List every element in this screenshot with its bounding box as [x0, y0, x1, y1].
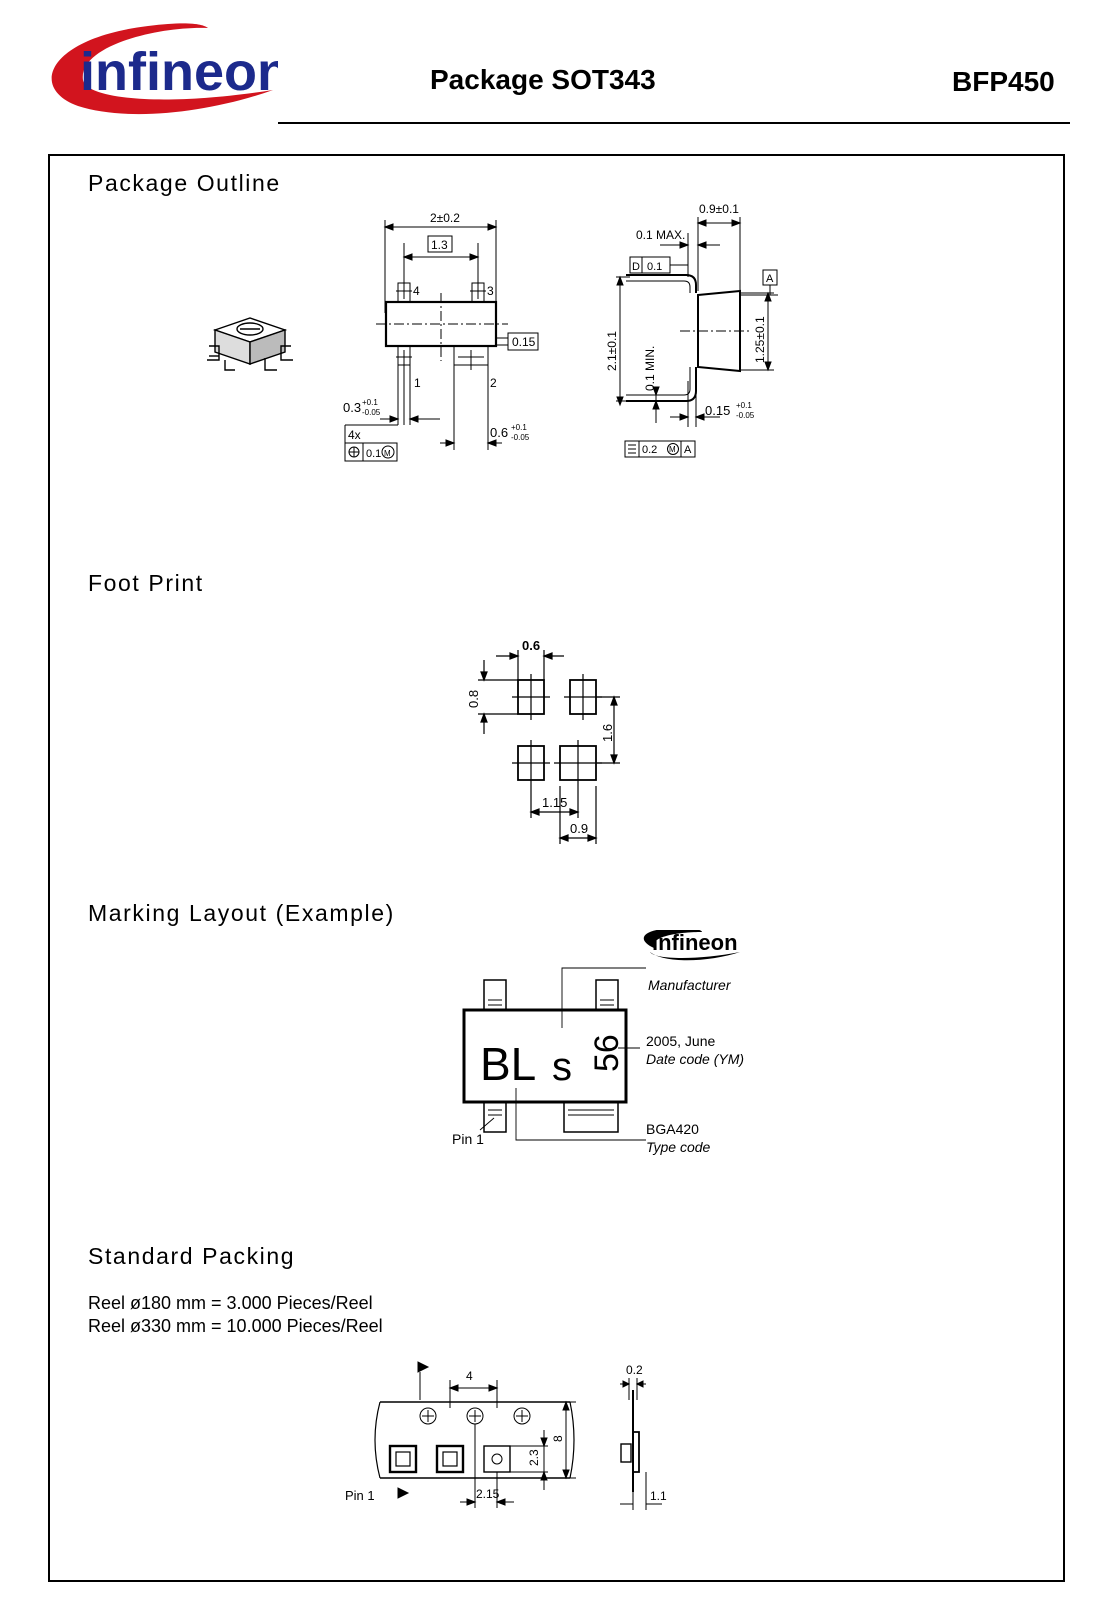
top-view-labels: 2±0.2 1.3 4 3 1 2 0.15 0.3 +0.1 -0.05 0.… [343, 211, 536, 460]
page-title: Package SOT343 [430, 64, 656, 95]
pin-3-label: 3 [487, 284, 494, 298]
flatness-modifier: M [669, 445, 676, 454]
tape-pin1-label: Pin 1 [345, 1488, 375, 1503]
datum-d-value: 0.1 [647, 261, 662, 273]
tolerance-value: 0.15 [512, 335, 536, 349]
dim-lead-width-tol-plus: +0.1 [362, 398, 378, 407]
pin-1-label: 1 [414, 376, 421, 390]
section-title-marking-layout: Marking Layout (Example) [88, 900, 395, 926]
type-value: BGA420 [646, 1121, 699, 1137]
dim-body-thickness: 0.9±0.1 [699, 202, 739, 216]
dim-standoff: 0.1 MAX. [636, 228, 685, 242]
dim-lead-min: 0.1 MIN. [643, 346, 657, 391]
package-3d-illustration [207, 317, 293, 371]
marking-pin1-label: Pin 1 [452, 1131, 484, 1147]
dim-lead-width-tol-minus: -0.05 [362, 408, 381, 417]
tape-pitch: 4 [466, 1369, 473, 1383]
position-count: 4x [348, 428, 361, 442]
dim-lead-thickness-tol-plus: +0.1 [736, 401, 752, 410]
section-title-foot-print: Foot Print [88, 570, 204, 596]
tape-offset: 2.15 [476, 1487, 500, 1501]
dim-lead-thickness: 0.15 [705, 403, 730, 418]
tape-thickness: 0.2 [626, 1363, 643, 1377]
date-value: 2005, June [646, 1033, 715, 1049]
datum-a-label: A [766, 273, 774, 285]
section-title-standard-packing: Standard Packing [88, 1243, 296, 1269]
dim-width: 2±0.2 [430, 211, 460, 225]
packing-reel-180: Reel ø180 mm = 3.000 Pieces/Reel [88, 1293, 373, 1313]
section-title-package-outline: Package Outline [88, 170, 281, 196]
side-view-labels: 0.9±0.1 0.1 MAX. D 0.1 A 2.1±0.1 0.1 MIN… [605, 202, 774, 456]
header-rule [278, 122, 1070, 124]
dim-body-height: 1.25±0.1 [753, 316, 767, 363]
fp-wide-pad: 0.9 [570, 821, 588, 836]
pin-2-label: 2 [490, 376, 497, 390]
position-tolerance: 0.1 [366, 448, 381, 460]
fp-pad-width: 0.6 [522, 638, 540, 653]
pocket-depth: 1.1 [650, 1489, 667, 1503]
dim-pin-pitch: 1.3 [431, 238, 448, 252]
logo-wordmark: infineon [80, 42, 278, 102]
dim-wide-lead-tol-minus: -0.05 [511, 433, 530, 442]
fp-row-pitch: 1.6 [600, 724, 615, 742]
footprint-drawing: 0.6 0.8 1.6 1.15 0.9 [466, 638, 620, 844]
type-label: Type code [646, 1139, 711, 1155]
tape-packing-drawing: 4 8 2.3 2.15 0.2 1.1 Pin 1 [345, 1361, 667, 1510]
dim-lead-width: 0.3 [343, 400, 361, 415]
dim-overall-height: 2.1±0.1 [605, 331, 619, 371]
infineon-logo: infineon [51, 23, 278, 115]
marking-date-code: 56 [588, 1034, 626, 1072]
content-frame [48, 154, 1065, 1582]
side-view [616, 217, 778, 458]
dim-lead-thickness-tol-minus: -0.05 [736, 411, 755, 420]
fp-col-pitch: 1.15 [542, 795, 567, 810]
manufacturer-label: Manufacturer [648, 977, 732, 993]
marking-s: s [552, 1045, 572, 1089]
datum-d-label: D [632, 261, 640, 273]
tape-width: 8 [551, 1435, 565, 1442]
flatness-value: 0.2 [642, 444, 657, 456]
part-number: BFP450 [952, 66, 1055, 97]
dim-wide-lead: 0.6 [490, 425, 508, 440]
top-view [344, 220, 539, 462]
packing-reel-330: Reel ø330 mm = 10.000 Pieces/Reel [88, 1316, 383, 1336]
cavity-depth: 2.3 [527, 1449, 541, 1466]
date-label: Date code (YM) [646, 1051, 744, 1067]
flatness-datum: A [684, 444, 692, 456]
marking-type-code: BL [480, 1038, 536, 1090]
fp-pad-height: 0.8 [466, 690, 481, 708]
package-outline-drawing: 2±0.2 1.3 4 3 1 2 0.15 0.3 +0.1 -0.05 0.… [207, 202, 778, 462]
marking-layout-drawing: infineon Manufacturer BL s 56 2005, June… [452, 930, 744, 1155]
position-modifier: M [384, 449, 391, 458]
dim-wide-lead-tol-plus: +0.1 [511, 423, 527, 432]
marking-logo-wordmark: infineon [652, 930, 738, 955]
pin-4-label: 4 [413, 284, 420, 298]
